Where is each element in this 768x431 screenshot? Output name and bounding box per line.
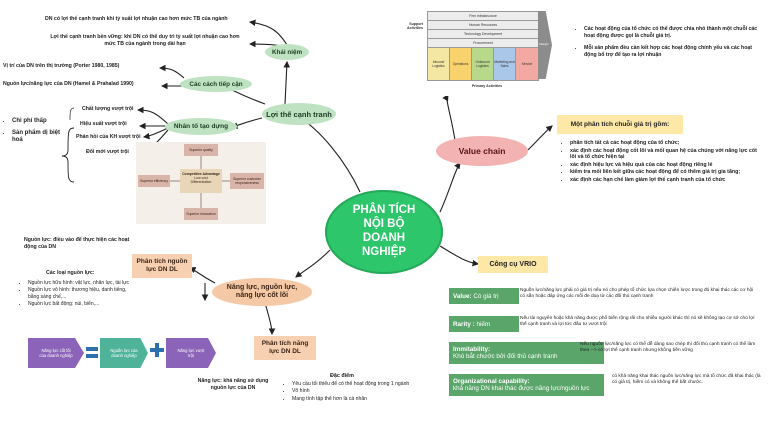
node-value-chain[interactable]: Value chain bbox=[436, 136, 528, 166]
node-khai-niem[interactable]: Khái niệm bbox=[265, 44, 309, 60]
margin-label: Margin bbox=[539, 42, 549, 46]
support-activities-label: Support Activities bbox=[407, 22, 423, 30]
node-nhan-to-label: Nhân tố tạo dựng bbox=[173, 123, 229, 130]
nhan-to-results: Chi phí thấp Sản phẩm dị biệt hoá bbox=[4, 118, 64, 146]
vrio-immitability-desc: Nếu nguồn lực/năng lực có thể dễ dàng sa… bbox=[580, 342, 756, 353]
node-nang-luc[interactable]: Năng lực, nguồn lực, năng lực cốt lõi bbox=[212, 278, 312, 306]
figure-box-center: Competitive Advantage Low cost Different… bbox=[180, 169, 222, 193]
value-chain-figure: Support Activities Firm Infrastructure H… bbox=[397, 8, 557, 96]
value-chain-notes: Các hoạt động của tổ chức có thể được ch… bbox=[576, 26, 764, 59]
primary-col-1: Inbound Logistics bbox=[427, 47, 450, 81]
node-loi-the-canh-tranh[interactable]: Lợi thế cạnh tranh bbox=[262, 103, 336, 125]
analysis-item-1: phân tích tất cả các hoạt động của tổ ch… bbox=[570, 140, 762, 147]
margin-arrow bbox=[538, 11, 552, 79]
analysis-item-2: xác định các hoạt động cốt lõi và mối qu… bbox=[570, 148, 762, 161]
analysis-item-5: xác định các hạn chế làm giảm lợi thế cạ… bbox=[570, 177, 762, 184]
primary-col-2: Operations bbox=[449, 47, 472, 81]
nhan-to-item-2: Hiệu suất vượt trội bbox=[80, 121, 127, 127]
result-san-pham-di-biet: Sản phẩm dị biệt hoá bbox=[12, 130, 64, 145]
figure-box-right: Superior customer responsiveness bbox=[230, 173, 264, 189]
khai-niem-line2: Lợi thế cạnh tranh bền vững: khi DN có t… bbox=[50, 34, 240, 47]
nguon-luc-type-2: Nguồn lực vô hình: thương hiệu, danh tiế… bbox=[28, 287, 132, 300]
nguon-luc-type-3: Nguồn lực bất động: núi, biển,... bbox=[28, 301, 132, 307]
analysis-item-4: kiểm tra mối liên kết giữa các hoạt động… bbox=[570, 169, 762, 176]
equation-box-1: Năng lực cốt lõi của doanh nghiệp bbox=[28, 338, 84, 368]
nhan-to-item-1: Chất lượng vượt trội bbox=[82, 106, 134, 112]
cach-tiep-can-item1: Vị trí của DN trên thị trường (Porter 19… bbox=[3, 63, 120, 69]
nhan-to-item-4: Đổi mới vượt trội bbox=[86, 149, 129, 155]
node-nang-luc-label: Năng lực, nguồn lực, năng lực cốt lõi bbox=[226, 283, 298, 299]
result-chi-phi-thap: Chi phí thấp bbox=[12, 118, 64, 126]
node-cach-tiep-can[interactable]: Các cách tiếp cận bbox=[180, 76, 252, 92]
cach-tiep-can-item2: Nguồn lực/năng lực của DN (Hamel & Praha… bbox=[3, 81, 134, 87]
primary-col-4: Marketing and Sales bbox=[493, 47, 516, 81]
nang-luc-features-title: Đặc điểm bbox=[330, 373, 354, 379]
nang-luc-def: Năng lực: khả năng sử dụng nguồn lực của… bbox=[197, 378, 269, 391]
node-cach-tiep-can-label: Các cách tiếp cận bbox=[189, 80, 243, 88]
node-value-chain-label: Value chain bbox=[458, 146, 506, 156]
nang-luc-feature-2: Vô hình bbox=[292, 388, 410, 394]
nang-luc-features: Yêu cầu tối thiểu để có thể hoạt động tr… bbox=[284, 381, 410, 403]
equation-box-2: Nguồn lực của doanh nghiệp bbox=[100, 338, 148, 368]
value-chain-note-1: Các hoạt động của tổ chức có thể được ch… bbox=[584, 26, 764, 39]
nhan-to-item-3: Phản hồi của KH vượt trội bbox=[76, 134, 141, 140]
central-topic-label: PHÂN TÍCH NỘI BỘ DOANH NGHIỆP bbox=[352, 204, 416, 258]
equation-box-3: Năng lực vượt trội bbox=[166, 338, 216, 368]
figure-arrows bbox=[170, 156, 230, 208]
value-chain-note-2: Mỗi sản phẩm đều cần kết hợp các hoạt độ… bbox=[584, 45, 764, 58]
figure-box-top: Superior quality bbox=[184, 144, 218, 156]
vrio-value-desc: Nguồn lực/năng lực phải có giá trị nếu n… bbox=[520, 288, 754, 299]
nguon-luc-types: Nguồn lực hữu hình: vật lực, nhân lực, t… bbox=[20, 280, 132, 308]
node-khai-niem-label: Khái niệm bbox=[271, 48, 303, 56]
nang-luc-feature-3: Mang tính tập thể hơn là cá nhân bbox=[292, 396, 410, 402]
plus-sign bbox=[150, 343, 164, 357]
nang-luc-feature-1: Yêu cầu tối thiểu để có thể hoạt động tr… bbox=[292, 381, 410, 387]
primary-col-5: Service bbox=[515, 47, 539, 81]
nguon-luc-def: Nguồn lực: điều vào để thực hiện các hoạ… bbox=[24, 237, 130, 250]
node-nhan-to-tao-dung[interactable]: Nhân tố tạo dựng bbox=[165, 118, 237, 135]
vrio-organization-box[interactable]: Organizational capability: khả năng DN k… bbox=[449, 374, 604, 396]
vrio-immitability-box[interactable]: Immitability: Khó bắt chước bởi đối thủ … bbox=[449, 342, 604, 364]
nguon-luc-types-title: Các loại nguồn lực: bbox=[46, 270, 95, 276]
value-chain-analysis-title[interactable]: Một phân tích chuỗi giá trị gồm: bbox=[557, 115, 683, 134]
node-vrio[interactable]: Công cụ VRIO bbox=[478, 256, 548, 273]
vrio-rarity-box[interactable]: Rarity : hiếm bbox=[449, 316, 519, 332]
primary-activities-label: Primary Activities bbox=[471, 84, 503, 88]
analysis-item-3: xác định hiệu lực và hiệu quả của các ho… bbox=[570, 162, 762, 169]
node-phan-tich-nguon-luc[interactable]: Phân tích nguồn lực DN DL bbox=[132, 254, 192, 278]
figure-box-left: Superior efficiency bbox=[138, 175, 170, 187]
node-phan-tich-nang-luc[interactable]: Phân tích năng lực DN DL bbox=[254, 336, 316, 360]
khai-niem-line1: DN có lợi thế cạnh tranh khi tỷ suất lợi… bbox=[45, 16, 228, 22]
competitive-advantage-figure: Superior quality Superior efficiency Com… bbox=[136, 142, 266, 224]
central-topic[interactable]: PHÂN TÍCH NỘI BỘ DOANH NGHIỆP bbox=[325, 190, 443, 274]
figure-box-bottom: Superior innovation bbox=[184, 208, 218, 220]
nguon-luc-type-1: Nguồn lực hữu hình: vật lực, nhân lực, t… bbox=[28, 280, 132, 286]
primary-col-3: Outbound Logistics bbox=[471, 47, 494, 81]
equals-sign bbox=[86, 343, 98, 363]
value-chain-analysis-list: phân tích tất cả các hoạt động của tổ ch… bbox=[562, 140, 762, 185]
vrio-value-box[interactable]: Value: Có giá trị bbox=[449, 288, 519, 304]
node-loi-the-label: Lợi thế cạnh tranh bbox=[266, 109, 332, 119]
vrio-organization-desc: có khả năng khai thác nguồn lực/năng lực… bbox=[612, 374, 761, 385]
vrio-rarity-desc: Nếu tài nguyên hoặc khả năng được phổ bi… bbox=[520, 316, 755, 327]
